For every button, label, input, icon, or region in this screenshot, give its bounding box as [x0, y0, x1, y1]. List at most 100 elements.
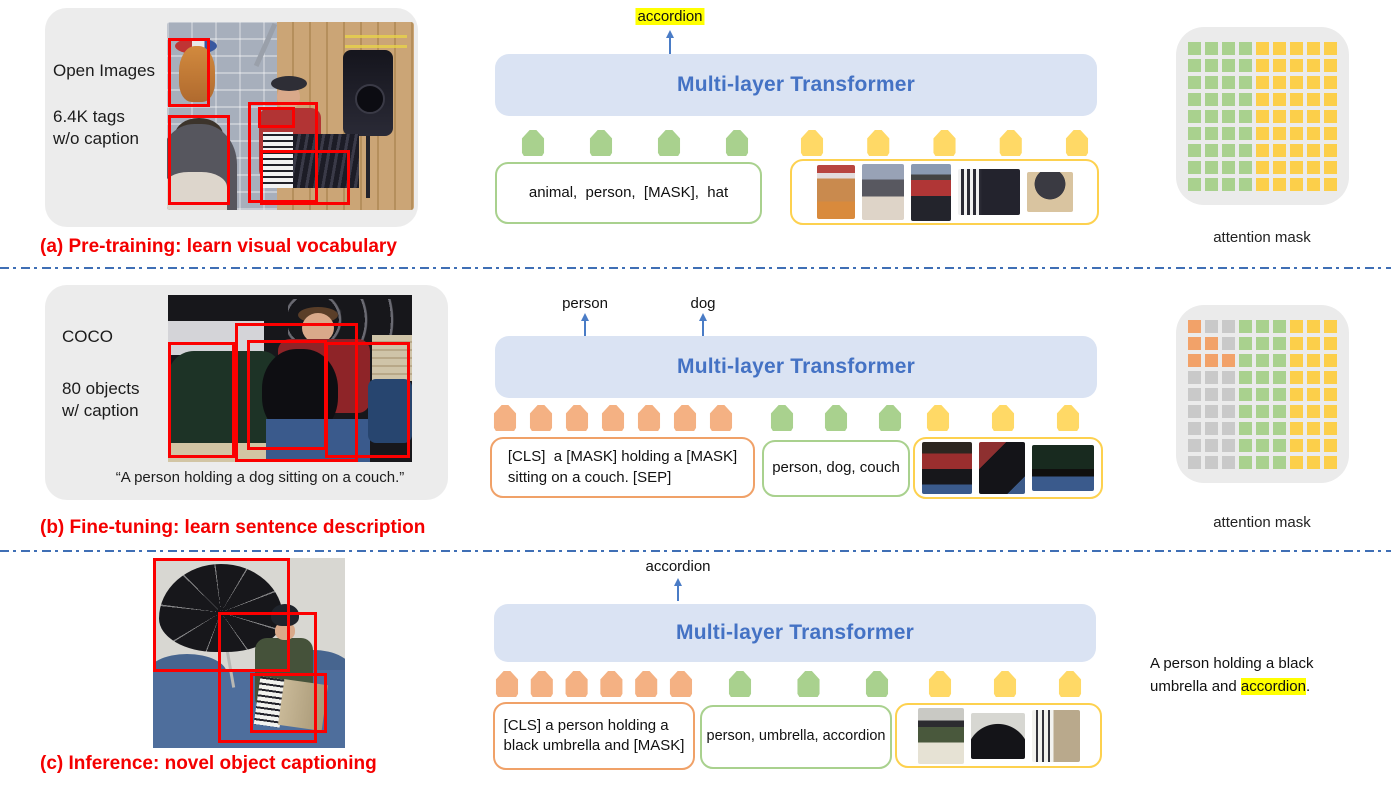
panel-c-output-sentence: A person holding a black umbrella and ac… [1150, 652, 1342, 699]
green-token [824, 405, 848, 431]
mask-cell-gray [1222, 455, 1235, 469]
mask-cell-yellow [1290, 438, 1303, 452]
mask-cell-yellow [1273, 160, 1286, 174]
green-token [878, 405, 902, 431]
region-patch-person-dog [922, 442, 972, 494]
green-token [521, 130, 545, 156]
mask-cell-green [1239, 319, 1252, 333]
green-token [589, 130, 613, 156]
mask-cell-green [1205, 143, 1218, 157]
bounding-box-accordion [260, 150, 350, 205]
mask-cell-yellow [1307, 109, 1320, 123]
mask-cell-green [1222, 143, 1235, 157]
mask-cell-green [1273, 370, 1286, 384]
accordion-keys [263, 132, 293, 188]
mask-cell-green [1256, 319, 1269, 333]
orange-token [495, 671, 519, 697]
mask-cell-green [1273, 353, 1286, 367]
panel-b-photo-caption: “A person holding a dog sitting on a cou… [115, 469, 405, 486]
mask-cell-yellow [1324, 143, 1337, 157]
mask-cell-yellow [1307, 177, 1320, 191]
mask-cell-yellow [1307, 92, 1320, 106]
panel-a-attention-mask [1176, 27, 1349, 205]
orange-token [530, 671, 553, 697]
panel-b-region-tokens [926, 404, 1080, 431]
mask-cell-green [1239, 58, 1252, 72]
orange-token [565, 671, 588, 697]
mask-cell-green [1239, 143, 1252, 157]
mask-cell-yellow [1290, 143, 1303, 157]
orange-token [601, 405, 625, 431]
panel-c-caption-tokens [495, 670, 693, 697]
panel-b-tags-box: person, dog, couch [762, 440, 910, 497]
mask-cell-gray [1205, 404, 1218, 418]
mask-cell-green [1256, 353, 1269, 367]
panel-c-transformer: Multi-layer Transformer [494, 604, 1096, 662]
panel-c-region-tokens [928, 670, 1082, 697]
mask-cell-gray [1188, 421, 1201, 435]
mask-cell-gray [1188, 404, 1201, 418]
mask-cell-green [1222, 109, 1235, 123]
mask-cell-yellow [1307, 75, 1320, 89]
panel-b-tag-tokens [770, 404, 902, 431]
mask-cell-yellow [1273, 92, 1286, 106]
yellow-token [1065, 130, 1089, 156]
person-head [302, 313, 334, 343]
mask-cell-yellow [1273, 143, 1286, 157]
mask-cell-gray [1188, 455, 1201, 469]
mask-cell-green [1188, 92, 1201, 106]
panel-c-transformer-label: Multi-layer Transformer [676, 621, 914, 644]
panel-a-transformer: Multi-layer Transformer [495, 54, 1097, 116]
panel-b-transformer: Multi-layer Transformer [495, 336, 1097, 398]
region-patch-man-accordion-c [917, 707, 964, 764]
panel-a-tags-box: animal, person, [MASK], hat [495, 162, 762, 224]
mask-cell-yellow [1256, 75, 1269, 89]
panel-c-patches-box [895, 703, 1102, 768]
yellow-token [926, 405, 950, 431]
mask-cell-yellow [1324, 455, 1337, 469]
mask-cell-gray [1205, 370, 1218, 384]
mask-cell-gray [1205, 387, 1218, 401]
panel-c-tags-box: person, umbrella, accordion [700, 705, 892, 769]
mask-cell-green [1205, 177, 1218, 191]
mask-cell-yellow [1290, 455, 1303, 469]
mask-cell-green [1239, 75, 1252, 89]
mask-cell-green [1188, 41, 1201, 55]
mask-cell-gray [1222, 319, 1235, 333]
panel-b-output-arrow-person [580, 313, 589, 337]
mask-cell-green [1239, 126, 1252, 140]
yellow-token [1056, 405, 1080, 431]
mask-cell-green [1188, 58, 1201, 72]
orange-token [709, 405, 733, 431]
mask-cell-yellow [1290, 336, 1303, 350]
sentence-highlight: accordion [1240, 678, 1306, 696]
mask-cell-green [1239, 177, 1252, 191]
divider-a-b [0, 267, 1391, 269]
mask-cell-yellow [1256, 109, 1269, 123]
mask-cell-yellow [1273, 75, 1286, 89]
mask-cell-yellow [1290, 421, 1303, 435]
yellow-token [933, 130, 956, 156]
couch [168, 351, 280, 449]
person-face [275, 622, 295, 640]
region-patch-accordion-dark [957, 169, 1020, 215]
mask-cell-gray [1222, 336, 1235, 350]
person-jeans [266, 419, 370, 462]
mask-cell-green [1205, 160, 1218, 174]
mask-cell-gray [1188, 387, 1201, 401]
mask-cell-yellow [1290, 319, 1303, 333]
mask-cell-yellow [1273, 177, 1286, 191]
green-token [657, 130, 681, 156]
mask-cell-yellow [1324, 336, 1337, 350]
mask-cell-yellow [1256, 126, 1269, 140]
mask-cell-green [1188, 143, 1201, 157]
mask-cell-yellow [1256, 160, 1269, 174]
mask-cell-yellow [1307, 404, 1320, 418]
mask-cell-gray [1188, 438, 1201, 452]
yellow-token [999, 130, 1022, 156]
mask-cell-yellow [1307, 319, 1320, 333]
mask-cell-yellow [1307, 353, 1320, 367]
mask-cell-gray [1188, 370, 1201, 384]
region-patch-person-back [861, 164, 904, 220]
